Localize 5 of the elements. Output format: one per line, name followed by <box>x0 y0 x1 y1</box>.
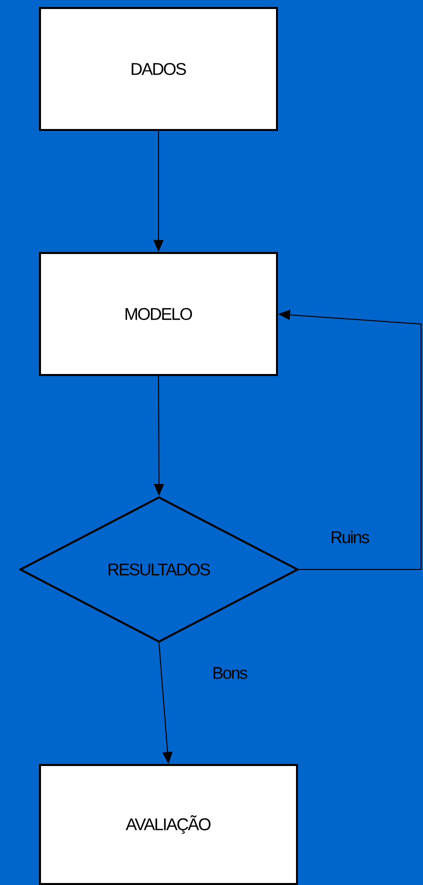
process-box: AVALIAÇÃO <box>39 764 298 885</box>
edge-label: Ruins <box>329 530 371 544</box>
process-box: MODELO <box>39 252 278 376</box>
process-box: DADOS <box>39 7 278 131</box>
edge-label: Bons <box>211 666 249 680</box>
